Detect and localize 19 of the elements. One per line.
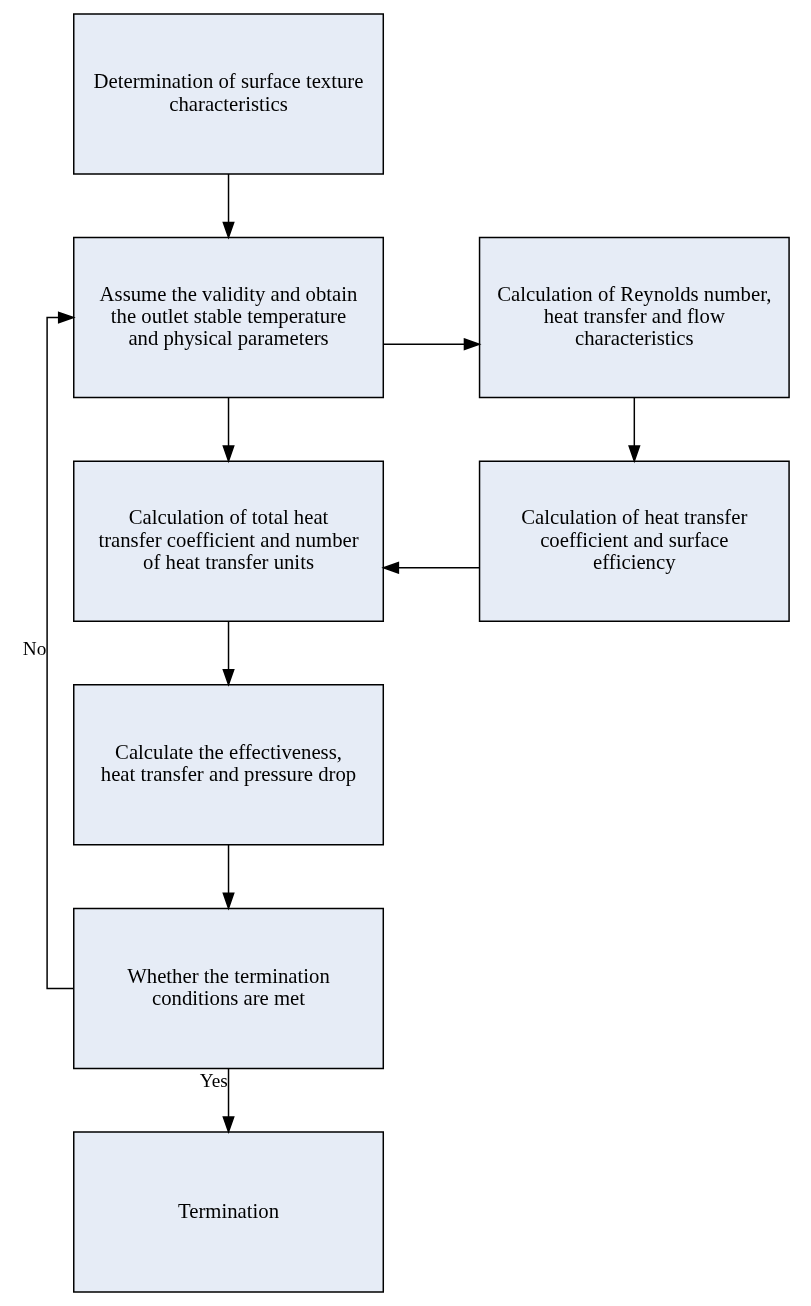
arrow xyxy=(222,620,235,687)
edge-label: Yes xyxy=(199,1070,228,1092)
arrow xyxy=(382,338,482,351)
node-box: Determination of surface texture characteristics xyxy=(73,13,385,175)
arrow xyxy=(46,311,76,990)
node-box: Termination xyxy=(73,1131,385,1293)
node-box: Calculation of Reynolds number, heat transfer and flow characteristics xyxy=(478,236,790,399)
edge-label: No xyxy=(22,638,47,660)
arrow xyxy=(222,844,235,911)
node-box: Calculation of total heat transfer coefficient and number of heat transfer units xyxy=(73,460,385,622)
arrow xyxy=(628,396,641,464)
node-box: Assume the validity and obtain the outlet stable temperature and physical parameters xyxy=(73,236,385,399)
node-box: Whether the termination conditions are met xyxy=(73,907,385,1070)
arrow xyxy=(381,561,480,575)
arrow xyxy=(222,1067,235,1134)
arrow xyxy=(222,173,235,240)
node-box: Calculate the effectiveness, heat transfer and pressure drop xyxy=(73,684,385,846)
arrow xyxy=(222,396,235,464)
node-box: Calculation of heat transfer coefficient and surface efficiency xyxy=(478,460,790,622)
